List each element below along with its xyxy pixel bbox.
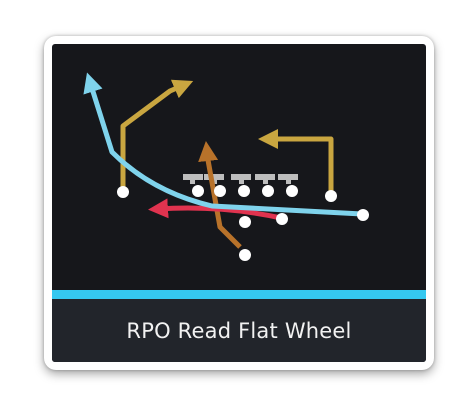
player-slot <box>276 213 288 225</box>
route-gold-right <box>258 129 334 194</box>
player-quarterback <box>239 216 251 228</box>
route-wheel <box>83 72 363 217</box>
player-running-back <box>239 249 251 261</box>
player-lineman-4 <box>262 185 274 197</box>
route-red <box>148 198 282 221</box>
offensive-line <box>183 174 298 184</box>
players <box>117 185 369 261</box>
player-receiver-right <box>325 190 337 202</box>
player-lineman-3 <box>238 185 250 197</box>
caption-area: RPO Read Flat Wheel <box>52 299 426 362</box>
player-receiver-far-right <box>357 209 369 221</box>
accent-bar <box>52 290 426 299</box>
play-diagram <box>83 72 369 261</box>
play-title: RPO Read Flat Wheel <box>126 318 352 343</box>
route-gold-left <box>120 79 194 191</box>
route-orange <box>198 141 242 249</box>
play-card[interactable]: RPO Read Flat Wheel <box>44 36 434 370</box>
player-lineman-2 <box>214 185 226 197</box>
player-receiver-left <box>117 186 129 198</box>
player-lineman-1 <box>192 185 204 197</box>
play-card-inner: RPO Read Flat Wheel <box>52 44 426 362</box>
player-lineman-5 <box>286 185 298 197</box>
